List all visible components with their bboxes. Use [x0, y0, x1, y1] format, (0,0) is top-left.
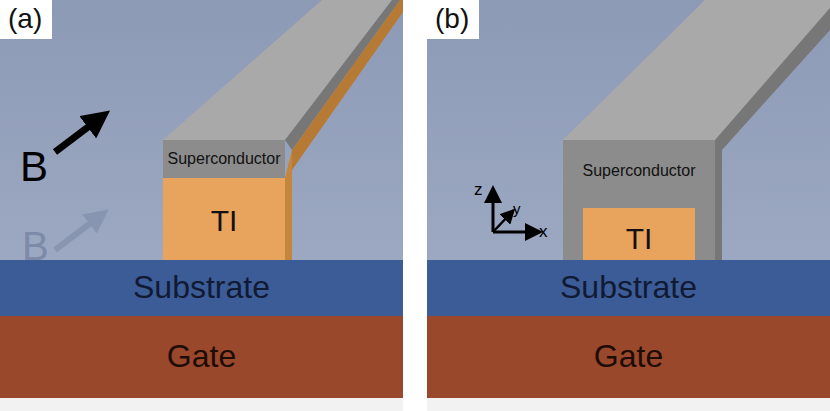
- superconductor-side: [285, 0, 400, 150]
- panel: (b)SuperconductorTISubstrateGate: [427, 0, 830, 411]
- superconductor-side: [715, 8, 830, 268]
- x-axis: [493, 231, 534, 234]
- panel: (a) SuperconductorTI SubstrateGate: [0, 0, 403, 411]
- panel-background: [0, 0, 403, 411]
- z-axis: [492, 194, 495, 232]
- field-label-reflection: B: [22, 226, 49, 266]
- axis-label: x: [539, 223, 548, 240]
- gate-band: Gate: [0, 316, 403, 398]
- panel-label: (a): [0, 0, 52, 39]
- substrate-band: Substrate: [0, 260, 403, 316]
- gap: [403, 0, 427, 411]
- superconductor-box: Superconductor: [163, 140, 285, 178]
- panel-background: [427, 0, 830, 411]
- part-label: Superconductor: [583, 162, 696, 180]
- field-arrow: [55, 118, 100, 152]
- part-label: Gate: [594, 339, 663, 374]
- part-label: Substrate: [133, 270, 270, 305]
- ti-side: [292, 0, 403, 170]
- panel-label: (b): [427, 0, 479, 39]
- part-label: Substrate: [560, 270, 697, 305]
- y-axis: [493, 214, 510, 232]
- field-arrow-reflection: [55, 216, 100, 250]
- axis-label: y: [513, 201, 521, 216]
- ti-box: TI: [163, 178, 285, 262]
- superconductor-box: SuperconductorTI: [563, 140, 715, 268]
- ti-side: [285, 150, 292, 262]
- part-label: Superconductor: [168, 150, 281, 168]
- gate-band: Gate: [427, 316, 830, 398]
- axis-label: z: [474, 181, 483, 198]
- substrate-band: Substrate: [427, 260, 830, 316]
- field-label: B: [20, 146, 48, 188]
- ti-box: TI: [583, 208, 695, 268]
- part-label: TI: [211, 204, 238, 237]
- part-label: Gate: [167, 339, 236, 374]
- part-label: TI: [626, 222, 653, 255]
